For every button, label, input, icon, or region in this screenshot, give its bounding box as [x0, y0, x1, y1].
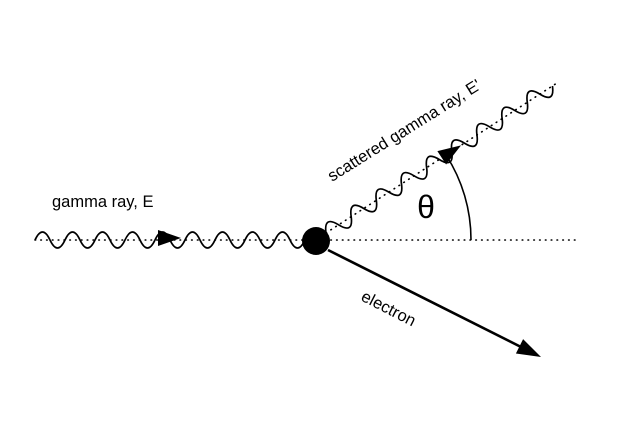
- electron-arrow-line: [327, 248, 524, 350]
- scattered-ray-group: [324, 80, 560, 234]
- incident-ray-label: gamma ray, E: [52, 193, 153, 211]
- incident-wave-arrowhead-icon: [158, 230, 181, 246]
- scattered-gamma-wave: [324, 85, 554, 234]
- scattered-ray-label: scattered gamma ray, E': [325, 76, 485, 185]
- electron-dot: [302, 227, 330, 255]
- scattering-angle-label: θ: [417, 189, 435, 225]
- electron-label: electron: [358, 288, 418, 331]
- electron-arrowhead-icon: [515, 339, 541, 357]
- scattering-angle-arc: [445, 154, 472, 241]
- scattered-wave-arrowhead-icon: [437, 145, 462, 165]
